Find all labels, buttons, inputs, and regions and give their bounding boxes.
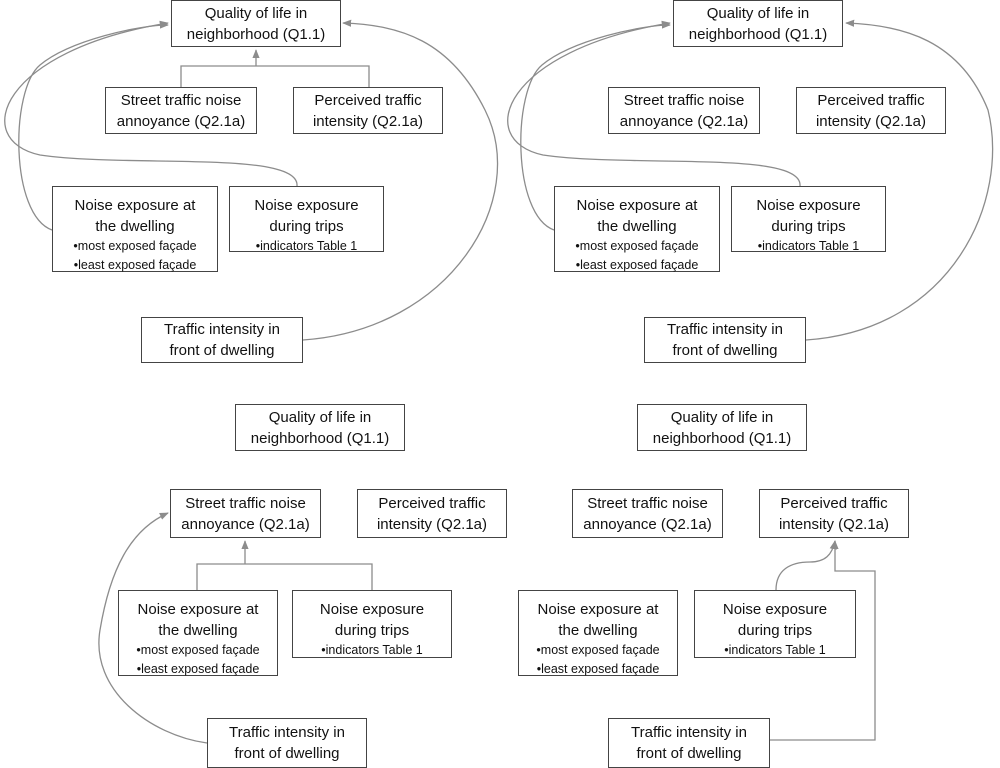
connector-dwelling-trips-to-annoyance <box>196 563 373 590</box>
bullet-item: least exposed façade <box>73 256 196 275</box>
bullet-item: most exposed façade <box>575 237 699 256</box>
trips-noise-exposure-box: Noise exposure during trips indicators T… <box>731 186 886 253</box>
dwelling-noise-exposure-box: Noise exposure at the dwelling most expo… <box>118 590 278 676</box>
traffic-intensity-box: Traffic intensity in front of dwelling <box>608 718 770 768</box>
bullet-item: indicators Table 1 <box>758 237 859 256</box>
bullet-item: indicators Table 1 <box>256 237 357 256</box>
bullet-item: least exposed façade <box>575 256 698 275</box>
perceived-traffic-intensity-box: Perceived traffic intensity (Q2.1a) <box>357 489 507 538</box>
quality-of-life-box: Quality of life in neighborhood (Q1.1) <box>673 0 843 47</box>
street-noise-annoyance-box: Street traffic noise annoyance (Q2.1a) <box>105 87 257 134</box>
quality-of-life-box: Quality of life in neighborhood (Q1.1) <box>171 0 341 47</box>
connector-trips-to-perceived <box>775 540 837 591</box>
bullet-item: most exposed façade <box>536 641 660 660</box>
bullet-item: least exposed façade <box>536 660 659 679</box>
traffic-intensity-box: Traffic intensity in front of dwelling <box>141 317 303 363</box>
connector-annoyance-perceived-to-qol <box>180 65 370 87</box>
connector-dwelling-to-qol <box>520 21 671 231</box>
perceived-traffic-intensity-box: Perceived traffic intensity (Q2.1a) <box>293 87 443 134</box>
trips-noise-exposure-box: Noise exposure during trips indicators T… <box>229 186 384 253</box>
traffic-intensity-box: Traffic intensity in front of dwelling <box>644 317 806 363</box>
connector-traffic-to-qol <box>805 19 994 341</box>
perceived-traffic-intensity-box: Perceived traffic intensity (Q2.1a) <box>759 489 909 538</box>
quality-of-life-box: Quality of life in neighborhood (Q1.1) <box>235 404 405 451</box>
street-noise-annoyance-box: Street traffic noise annoyance (Q2.1a) <box>572 489 723 538</box>
connector-traffic-to-annoyance <box>98 512 208 744</box>
quality-of-life-box: Quality of life in neighborhood (Q1.1) <box>637 404 807 451</box>
perceived-traffic-intensity-box: Perceived traffic intensity (Q2.1a) <box>796 87 946 134</box>
bullet-item: indicators Table 1 <box>724 641 826 660</box>
connector-trips-to-qol <box>507 20 801 187</box>
dwelling-noise-exposure-box: Noise exposure at the dwelling most expo… <box>554 186 720 272</box>
connector-trips-to-qol <box>4 20 298 187</box>
bullet-item: most exposed façade <box>136 641 260 660</box>
bullet-item: least exposed façade <box>136 660 259 679</box>
traffic-intensity-box: Traffic intensity in front of dwelling <box>207 718 367 768</box>
street-noise-annoyance-box: Street traffic noise annoyance (Q2.1a) <box>608 87 760 134</box>
trips-noise-exposure-box: Noise exposure during trips indicators T… <box>694 590 856 658</box>
street-noise-annoyance-box: Street traffic noise annoyance (Q2.1a) <box>170 489 321 538</box>
connector-traffic-to-qol <box>302 19 499 341</box>
trips-noise-exposure-box: Noise exposure during trips indicators T… <box>292 590 452 658</box>
dwelling-noise-exposure-box: Noise exposure at the dwelling most expo… <box>518 590 678 676</box>
dwelling-noise-exposure-box: Noise exposure at the dwelling most expo… <box>52 186 218 272</box>
connector-dwelling-to-qol <box>18 21 169 231</box>
bullet-item: most exposed façade <box>73 237 197 256</box>
bullet-item: indicators Table 1 <box>321 641 423 660</box>
connector-traffic-to-perceived <box>770 540 876 741</box>
